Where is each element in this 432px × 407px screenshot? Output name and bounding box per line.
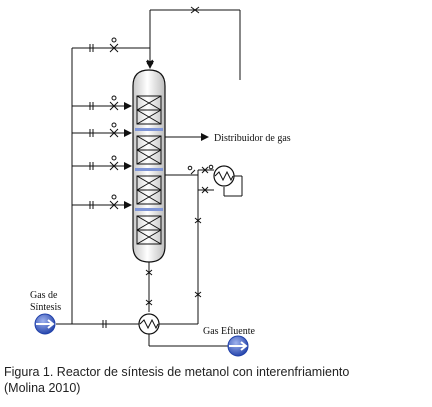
caption-line-1: Figura 1. Reactor de síntesis de metanol… (4, 365, 350, 379)
injection-valves (89, 37, 119, 210)
gas-sintesis-label-line2: Síntesis (30, 302, 61, 313)
valve-3 (89, 155, 119, 171)
gas-sintesis-stream-icon (34, 313, 56, 335)
interstage-cooler-loop (165, 169, 243, 322)
feed-effluent-exchanger (138, 313, 160, 335)
bed-separators (135, 128, 163, 211)
effluent-line (148, 334, 228, 347)
distribuidor-label: Distribuidor de gas (214, 133, 291, 144)
catalyst-beds (136, 95, 162, 245)
figure-caption: Figura 1. Reactor de síntesis de metanol… (4, 364, 430, 396)
interstage-exchanger (213, 165, 235, 187)
top-recycle-line (146, 6, 241, 80)
feed-header (71, 47, 154, 324)
gas-efluente-stream-icon (227, 335, 249, 357)
caption-line-2: (Molina 2010) (4, 381, 81, 395)
gas-sintesis-label-line1: Gas de (30, 290, 58, 301)
valve-2 (89, 122, 119, 138)
quench-injection-lines (72, 102, 132, 209)
cooler-valves (187, 164, 214, 194)
valve-4 (89, 194, 119, 210)
gas-efluente-label: Gas Efluente (203, 326, 255, 337)
reactor-outlet-line (145, 262, 153, 312)
valve-top (89, 37, 119, 53)
reactor-vessel (132, 69, 166, 263)
valve-1 (89, 95, 119, 111)
synthesis-gas-inlet-line (56, 320, 199, 328)
